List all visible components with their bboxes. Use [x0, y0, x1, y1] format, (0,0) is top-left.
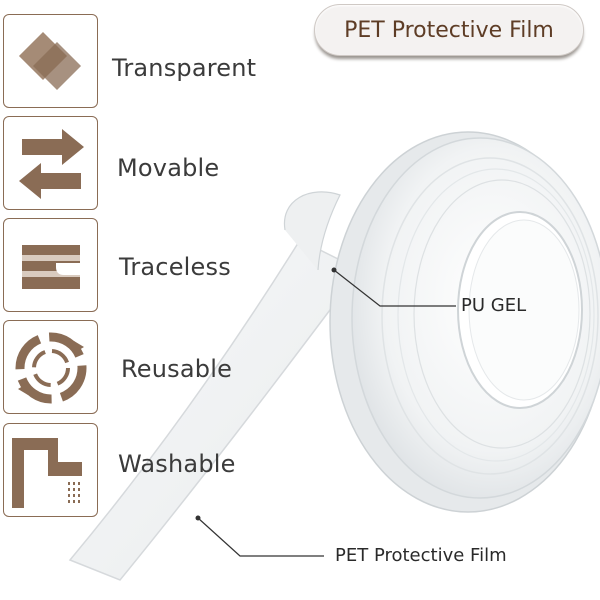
feature-label-traceless: Traceless — [119, 253, 231, 281]
feature-label-transparent: Transparent — [112, 54, 257, 82]
callout-pu-gel: PU GEL — [461, 295, 527, 316]
reusable-cycle-icon — [15, 332, 87, 404]
feature-movable — [3, 116, 98, 210]
feature-washable — [3, 423, 98, 517]
feature-label-washable: Washable — [118, 450, 236, 478]
washable-faucet-icon — [12, 438, 82, 508]
feature-reusable — [3, 320, 98, 414]
feature-traceless — [3, 218, 98, 312]
callout-pet-film: PET Protective Film — [335, 545, 507, 566]
feature-label-movable: Movable — [117, 154, 220, 182]
movable-arrows-icon — [19, 129, 84, 199]
traceless-tape-icon — [22, 245, 80, 289]
feature-transparent — [3, 14, 98, 108]
feature-label-reusable: Reusable — [121, 355, 233, 383]
transparent-squares-icon — [18, 31, 82, 91]
title-text: PET Protective Film — [344, 17, 554, 43]
title-badge: PET Protective Film — [314, 4, 584, 56]
